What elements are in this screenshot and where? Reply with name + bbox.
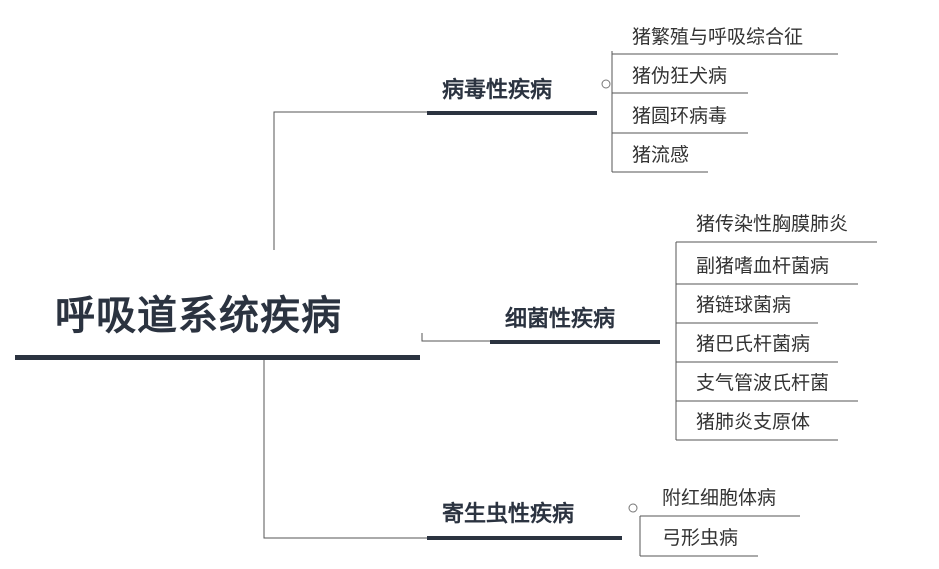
branch-1-underline	[427, 111, 597, 115]
connector-root-branch-2	[421, 333, 490, 342]
branch-1-label[interactable]: 病毒性疾病	[442, 78, 553, 103]
branch-1-collapse-toggle[interactable]	[601, 79, 611, 89]
branch-3-collapse-toggle[interactable]	[628, 503, 638, 513]
leaf-1-2[interactable]: 猪伪狂犬病	[632, 65, 728, 87]
connector-root-branch-3	[263, 360, 427, 539]
branch-2-label[interactable]: 细菌性疾病	[505, 307, 616, 332]
leaf-1-1[interactable]: 猪繁殖与呼吸综合征	[632, 26, 804, 48]
leaf-3-2[interactable]: 弓形虫病	[662, 527, 739, 549]
leaf-1-4[interactable]: 猪流感	[632, 144, 690, 166]
leaf-3-1[interactable]: 附红细胞体病	[662, 487, 777, 509]
leaf-2-5[interactable]: 支气管波氏杆菌	[696, 372, 830, 394]
branch-3-underline	[427, 536, 622, 540]
branch-3-label[interactable]: 寄生虫性疾病	[442, 502, 575, 527]
leaf-2-2[interactable]: 副猪嗜血杆菌病	[696, 255, 830, 277]
leaf-2-1[interactable]: 猪传染性胸膜肺炎	[696, 213, 849, 235]
leaf-2-6[interactable]: 猪肺炎支原体	[696, 411, 811, 433]
branch-2-underline	[490, 340, 660, 344]
root-underline	[15, 355, 420, 360]
leaf-2-3[interactable]: 猪链球菌病	[696, 294, 792, 316]
connector-root-branch-1	[273, 111, 427, 250]
leaf-2-4[interactable]: 猪巴氏杆菌病	[696, 333, 811, 355]
leaf-1-3[interactable]: 猪圆环病毒	[632, 105, 728, 127]
root-node-label[interactable]: 呼吸道系统疾病	[55, 293, 342, 339]
